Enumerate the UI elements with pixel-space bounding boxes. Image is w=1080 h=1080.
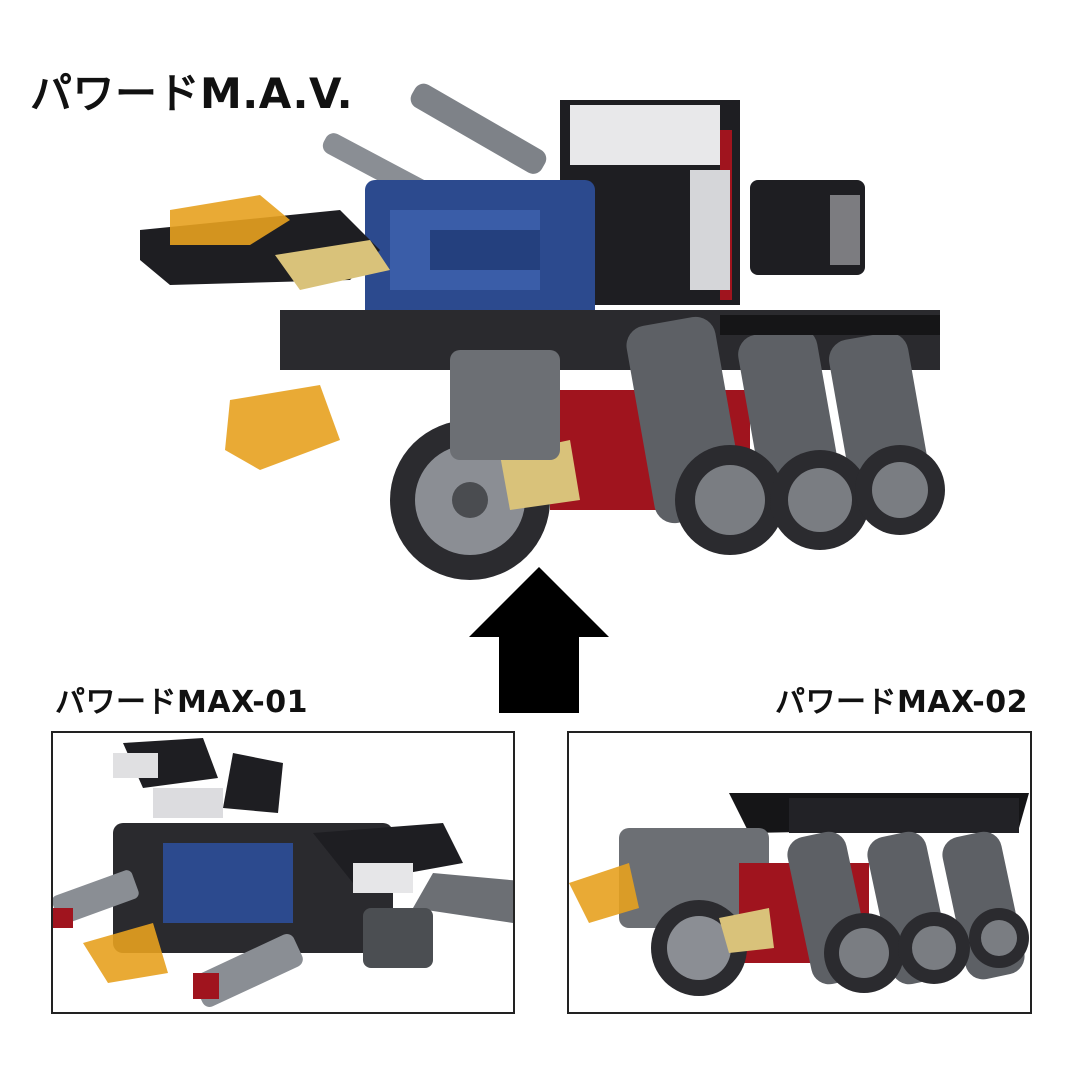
panel-label-max-02: パワードMAX-02 [775,685,1028,720]
panel-max-01 [51,731,515,1014]
up-arrow-icon [469,567,609,713]
powered-max-01-figure [53,738,513,1007]
panel-max-02 [567,731,1032,1014]
powered-max-02-figure [569,793,1029,996]
powered-mav-figure [140,83,945,580]
page-title: パワードM.A.V. [30,69,354,118]
panel-label-max-01: パワードMAX-01 [55,685,308,720]
